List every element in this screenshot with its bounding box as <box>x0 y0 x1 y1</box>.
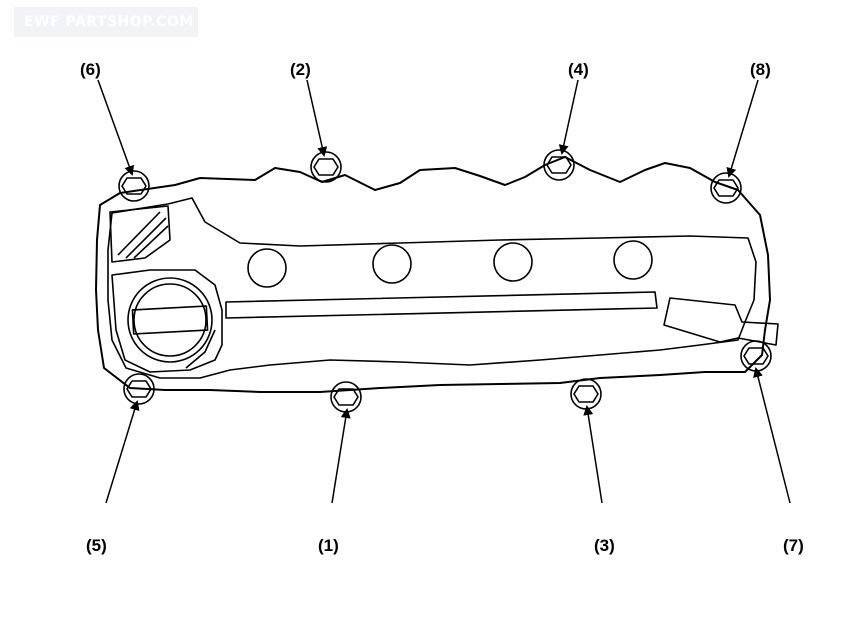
cover-outline <box>95 156 771 393</box>
leader-3 <box>583 405 603 504</box>
callout-5: (5) <box>86 536 107 555</box>
leader-8 <box>726 79 759 178</box>
bolt-8 <box>710 172 742 204</box>
cover-rib <box>225 291 658 319</box>
plug-hole-4 <box>613 240 653 280</box>
bolt-4 <box>543 149 575 181</box>
oil-filler-cap-inner <box>133 283 207 357</box>
bolt-7 <box>740 340 772 372</box>
callout-3: (3) <box>594 536 615 555</box>
bolt-6 <box>118 170 150 202</box>
leader-7 <box>753 367 791 504</box>
leader-5 <box>105 400 140 504</box>
callout-7: (7) <box>783 536 804 555</box>
leader-6 <box>97 79 134 176</box>
oil-filler-cap <box>127 277 213 363</box>
pcv-valve <box>663 297 779 346</box>
leader-4 <box>558 79 579 155</box>
plug-hole-1 <box>247 248 287 288</box>
filler-guard <box>185 329 216 369</box>
breather-hatch <box>117 211 169 259</box>
bolt-3 <box>570 378 602 410</box>
plug-hole-2 <box>372 244 412 284</box>
callout-4: (4) <box>568 60 589 79</box>
leader-2 <box>306 79 328 157</box>
filler-neck-outline <box>111 269 223 373</box>
callout-1: (1) <box>318 536 339 555</box>
watermark-logo: EWF PARTSHOP.COM <box>14 7 198 37</box>
cover-inner-rim <box>107 197 757 379</box>
breather-block <box>109 205 171 263</box>
callout-8: (8) <box>750 60 771 79</box>
leader-1 <box>331 408 351 504</box>
callout-6: (6) <box>80 60 101 79</box>
plug-hole-3 <box>493 242 533 282</box>
callout-2: (2) <box>290 60 311 79</box>
bolt-1 <box>330 381 362 413</box>
bolt-2 <box>310 151 342 183</box>
oil-filler-cap-grip <box>131 305 209 335</box>
